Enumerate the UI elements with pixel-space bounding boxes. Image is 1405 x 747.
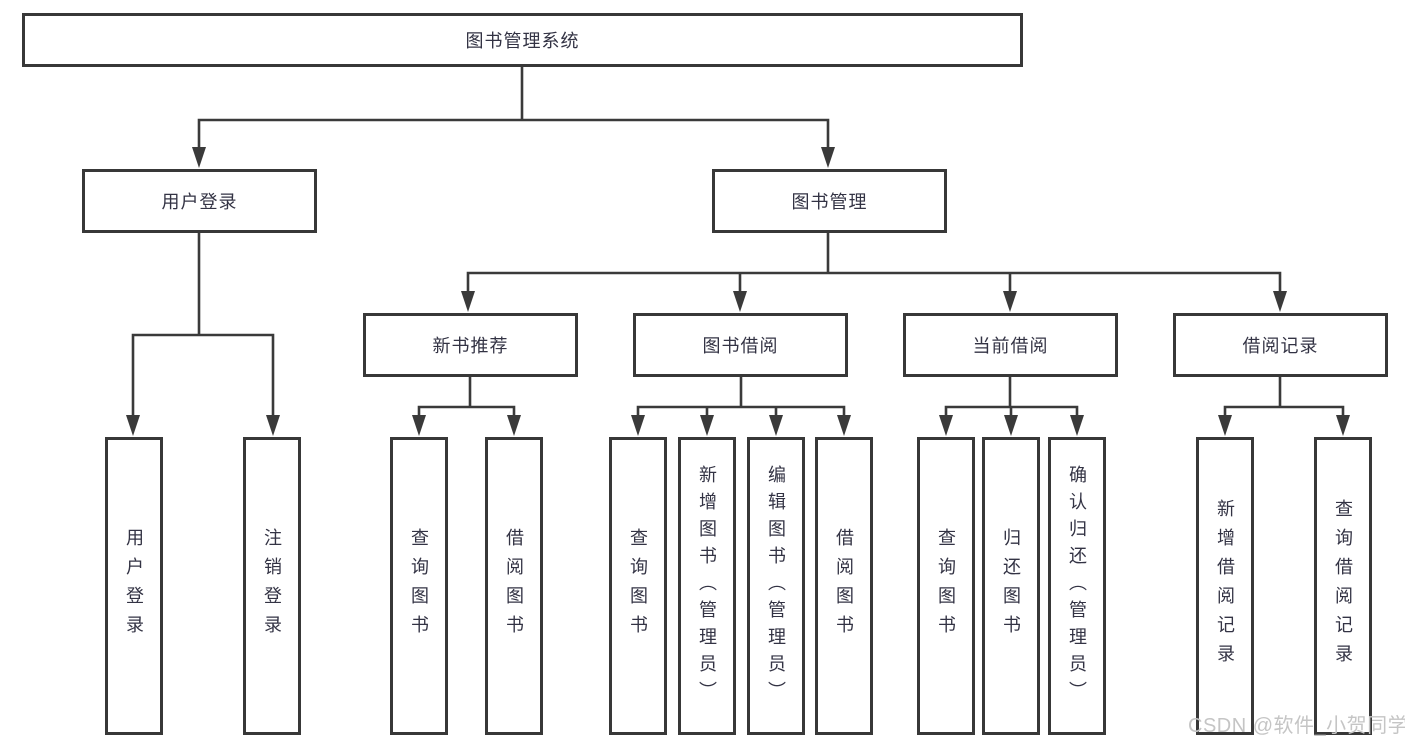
node-edit-book-admin: 编辑图书（管理员） <box>747 437 805 735</box>
csdn-watermark: CSDN @软件_小贺同学 <box>1188 715 1405 737</box>
connector-root-to-level2 <box>192 67 835 168</box>
connector-recommend-to-children <box>412 377 521 436</box>
node-current-borrowing: 当前借阅 <box>903 313 1118 377</box>
node-label: 查询图书 <box>628 528 648 644</box>
node-label: 确认归还（管理员） <box>1067 464 1087 708</box>
node-label: 查询借阅记录 <box>1333 499 1353 673</box>
node-label: 用户登录 <box>161 192 238 212</box>
node-return-books: 归还图书 <box>982 437 1040 735</box>
connector-records-to-children <box>1218 377 1350 436</box>
node-book-management: 图书管理 <box>712 169 947 233</box>
node-user-login: 用户登录 <box>82 169 317 233</box>
node-label: 新增图书（管理员） <box>697 464 717 708</box>
node-label: 借阅图书 <box>834 528 854 644</box>
node-label: 编辑图书（管理员） <box>766 464 786 708</box>
connector-bookmgmt-to-level3 <box>461 233 1287 312</box>
node-label: 归还图书 <box>1001 528 1021 644</box>
node-book-borrowing: 图书借阅 <box>633 313 848 377</box>
node-query-books-borrowing: 查询图书 <box>609 437 667 735</box>
node-borrow-books-borrowing: 借阅图书 <box>815 437 873 735</box>
node-borrow-books-recommend: 借阅图书 <box>485 437 543 735</box>
node-query-books-recommend: 查询图书 <box>390 437 448 735</box>
node-label: 借阅图书 <box>504 528 524 644</box>
node-user-login-leaf: 用户登录 <box>105 437 163 735</box>
node-label: 借阅记录 <box>1242 336 1319 356</box>
node-label: 新增借阅记录 <box>1215 499 1235 673</box>
connector-borrowing-to-children <box>631 377 851 436</box>
node-label: 新书推荐 <box>432 336 509 356</box>
node-label: 查询图书 <box>409 528 429 644</box>
connector-current-to-children <box>939 377 1084 436</box>
node-library-system: 图书管理系统 <box>22 13 1023 67</box>
node-new-book-recommendation: 新书推荐 <box>363 313 578 377</box>
node-label: 注销登录 <box>262 528 282 644</box>
node-confirm-return-admin: 确认归还（管理员） <box>1048 437 1106 735</box>
node-logout-login: 注销登录 <box>243 437 301 735</box>
node-query-books-current: 查询图书 <box>917 437 975 735</box>
node-query-borrow-record: 查询借阅记录 <box>1314 437 1372 735</box>
node-add-borrow-record: 新增借阅记录 <box>1196 437 1254 735</box>
node-label: 查询图书 <box>936 528 956 644</box>
node-label: 图书管理系统 <box>465 31 580 51</box>
node-label: 图书借阅 <box>702 336 779 356</box>
node-label: 用户登录 <box>124 528 144 644</box>
node-add-book-admin: 新增图书（管理员） <box>678 437 736 735</box>
node-label: 当前借阅 <box>972 336 1049 356</box>
node-label: 图书管理 <box>791 192 868 212</box>
node-borrowing-records: 借阅记录 <box>1173 313 1388 377</box>
connector-userlogin-to-children <box>126 233 280 436</box>
